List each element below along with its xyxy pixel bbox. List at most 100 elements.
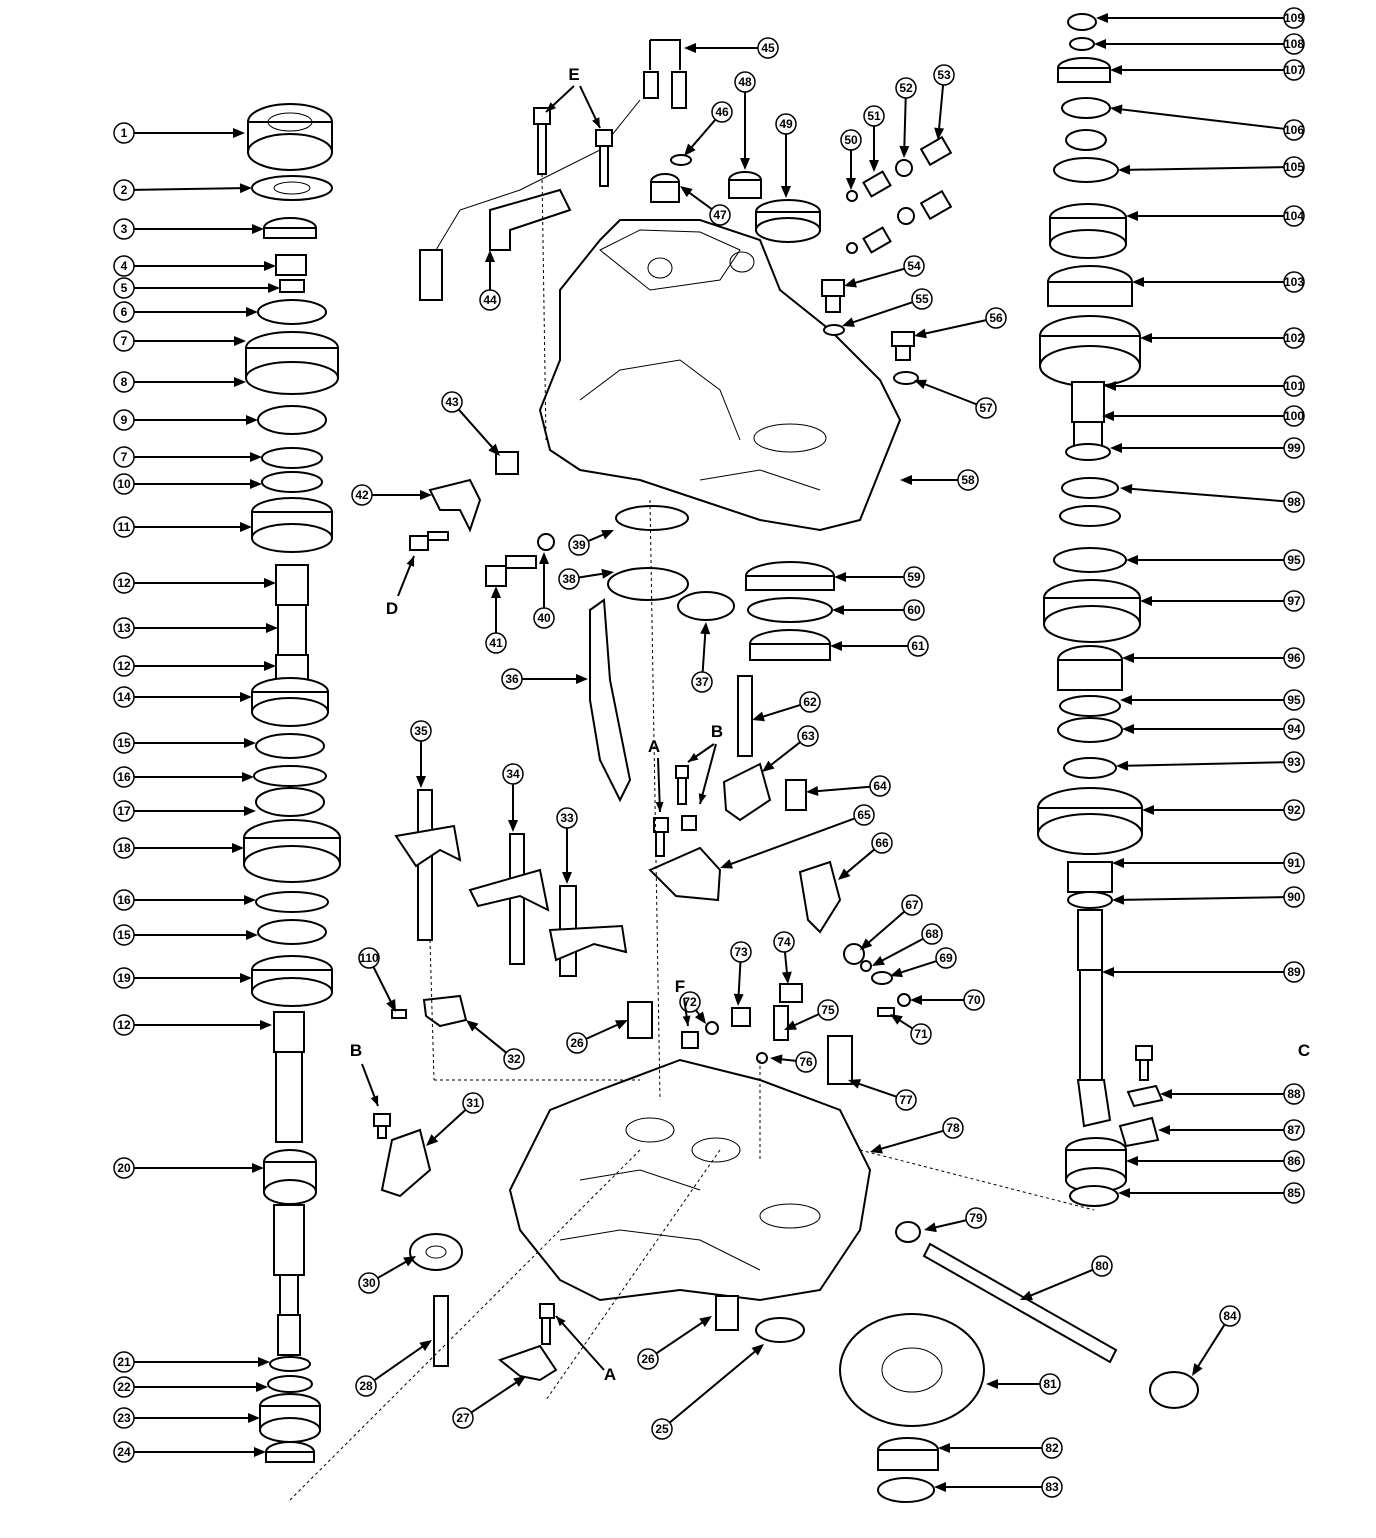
leader-line (1196, 1323, 1226, 1369)
letter-label-b2: B (350, 1041, 362, 1060)
callout-number: 86 (1287, 1154, 1301, 1168)
callout-number: 21 (117, 1355, 131, 1369)
callout-circle (113, 766, 135, 788)
callout-number: 12 (117, 576, 131, 590)
callout-number: 43 (445, 395, 459, 409)
letter-arrowhead (592, 117, 600, 128)
callout-circle (1283, 33, 1305, 55)
arrowhead (264, 578, 276, 588)
callout-number: 65 (857, 808, 871, 822)
callout-center-25: 70 (910, 989, 985, 1011)
callout-right-26: 85 (1118, 1182, 1305, 1204)
callout-circle (691, 671, 713, 693)
callout-number: 60 (907, 603, 921, 617)
callout-number: 26 (641, 1352, 655, 1366)
arrowhead (1122, 724, 1134, 734)
callout-center-51: 33 (556, 807, 578, 884)
callout-number: 73 (734, 945, 748, 959)
arrowhead (240, 692, 252, 702)
callout-center-30: 75 (784, 999, 839, 1030)
callout-circle (1283, 549, 1305, 571)
arrowhead (890, 1014, 903, 1025)
arrowhead (1118, 164, 1131, 175)
callout-number: 81 (1043, 1377, 1057, 1391)
arrowhead (1140, 333, 1152, 343)
callout-number: 7 (121, 450, 128, 464)
arrowhead (781, 186, 791, 198)
callout-number: 63 (801, 729, 815, 743)
arrowhead (1094, 39, 1106, 49)
arrowhead (1192, 1363, 1203, 1376)
callout-number: 57 (979, 401, 993, 415)
callout-number: 77 (899, 1093, 913, 1107)
callout-left-21: 15 (113, 924, 258, 946)
callout-number: 69 (939, 951, 953, 965)
arrowhead (246, 930, 258, 940)
arrowhead (1118, 1188, 1130, 1198)
arrowhead (860, 938, 873, 950)
callout-circle (730, 941, 752, 963)
callout-circle (1283, 119, 1305, 141)
callout-circle (975, 397, 997, 419)
callout-number: 48 (738, 75, 752, 89)
callout-center-3: 48 (734, 71, 756, 170)
callout-number: 40 (537, 611, 551, 625)
callout-number: 93 (1287, 755, 1301, 769)
leader-line (729, 817, 855, 866)
callout-circle (113, 800, 135, 822)
callout-circle (1283, 375, 1305, 397)
leader-line (923, 319, 987, 335)
callout-center-26: 71 (890, 1014, 932, 1045)
leader-line (1127, 166, 1285, 171)
callout-number: 74 (777, 935, 791, 949)
callout-number: 46 (715, 105, 729, 119)
arrowhead (848, 1079, 861, 1089)
callout-left-1: 2 (113, 179, 252, 201)
arrowhead (700, 622, 711, 635)
callout-center-14: 59 (834, 566, 925, 588)
callout-right-6: 103 (1132, 271, 1305, 293)
callout-number: 82 (1045, 1441, 1059, 1455)
callout-right-7: 102 (1140, 327, 1305, 349)
callout-circle (709, 204, 731, 226)
arrowhead (1120, 483, 1133, 494)
callout-circle (1283, 799, 1305, 821)
callout-number: 30 (362, 1276, 376, 1290)
callout-left-23: 12 (113, 1014, 272, 1036)
callout-center-32: 77 (848, 1079, 917, 1111)
callout-circle (1283, 271, 1305, 293)
arrowhead (386, 999, 396, 1012)
callout-circle (773, 931, 795, 953)
callout-number: 103 (1284, 275, 1304, 289)
arrowhead (244, 738, 256, 748)
letter-label-e: E (568, 65, 579, 84)
callout-number: 59 (907, 570, 921, 584)
arrowhead (562, 872, 572, 884)
callout-number: 79 (969, 1211, 983, 1225)
leader-line (933, 1219, 967, 1229)
leader-line (853, 267, 905, 285)
leader-line (866, 910, 906, 945)
arrowhead (234, 336, 246, 346)
callout-number: 36 (505, 672, 519, 686)
arrowhead (900, 475, 912, 485)
leader-line (1129, 487, 1285, 503)
callout-number: 64 (873, 779, 887, 793)
leader-line (779, 1058, 797, 1062)
callout-circle (651, 1418, 673, 1440)
callout-number: 54 (907, 259, 921, 273)
alignment-lines (289, 173, 1095, 1501)
callout-center-45: 39 (568, 530, 614, 556)
callout-number: 38 (562, 572, 576, 586)
arrowhead (1140, 596, 1152, 606)
callout-circle (1283, 437, 1305, 459)
callout-left-15: 14 (113, 686, 252, 708)
callout-center-28: 73 (730, 941, 752, 1006)
callout-circle (558, 568, 580, 590)
callout-circle (1283, 718, 1305, 740)
callout-number: 35 (414, 724, 428, 738)
callout-circle (757, 37, 779, 59)
callout-circle (452, 1407, 474, 1429)
callout-circle (910, 1023, 932, 1045)
